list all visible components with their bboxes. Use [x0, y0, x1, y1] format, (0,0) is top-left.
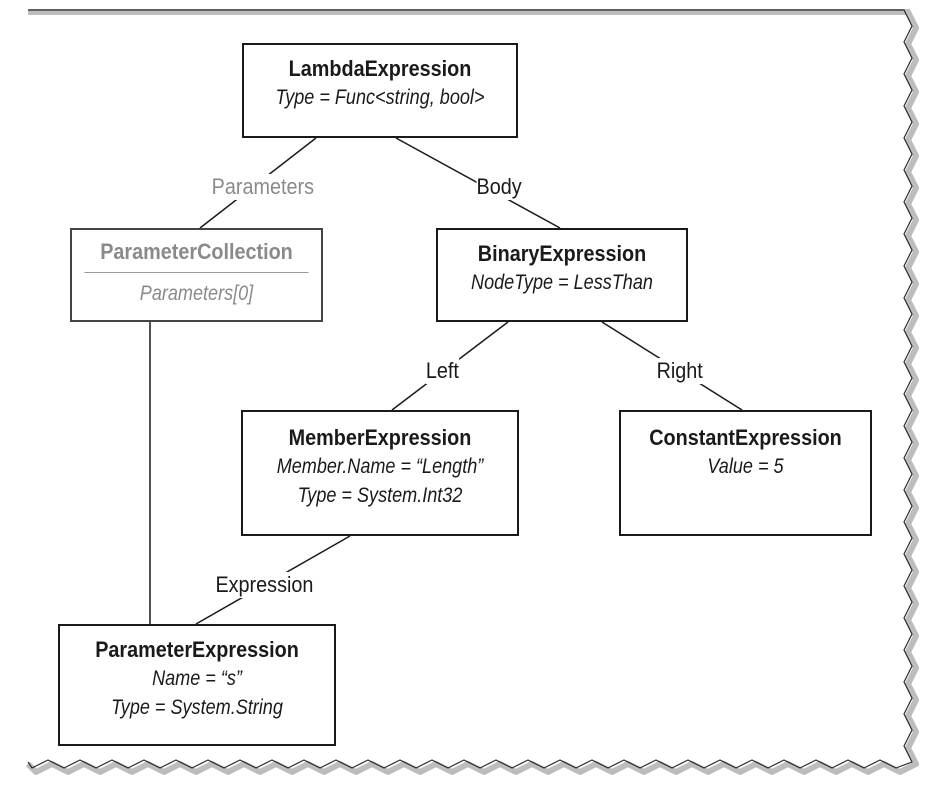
edge-label-expression: Expression [215, 572, 314, 598]
edge-label-left: Left [425, 358, 459, 384]
constant-expression-title: ConstantExpression [649, 425, 842, 450]
lambda-expression-node: LambdaExpression Type = Func<string, boo… [242, 43, 518, 138]
member-expression-node: MemberExpression Member.Name = “Length” … [241, 410, 519, 536]
frame-shadow [25, 9, 919, 775]
member-expression-name: Member.Name = “Length” [276, 455, 484, 478]
parameter-expression-name: Name = “s” [152, 667, 242, 690]
constant-expression-value: Value = 5 [707, 455, 784, 478]
frame-edge [27, 9, 913, 769]
edge-label-parameters: Parameters [211, 174, 315, 200]
parameter-expression-type: Type = System.String [111, 696, 283, 719]
parameter-collection-item: Parameters[0] [139, 282, 254, 305]
parameter-expression-title: ParameterExpression [95, 637, 299, 662]
binary-expression-node: BinaryExpression NodeType = LessThan [436, 228, 688, 322]
lambda-expression-title: LambdaExpression [288, 56, 472, 81]
member-expression-type: Type = System.Int32 [297, 484, 463, 507]
member-expression-title: MemberExpression [288, 425, 472, 450]
constant-expression-node: ConstantExpression Value = 5 [619, 410, 872, 536]
edge-label-body: Body [476, 174, 522, 200]
binary-expression-title: BinaryExpression [477, 241, 647, 266]
lambda-expression-type: Type = Func<string, bool> [275, 86, 485, 109]
edge-label-right: Right [656, 358, 703, 384]
parameter-expression-node: ParameterExpression Name = “s” Type = Sy… [58, 624, 336, 746]
binary-expression-nodetype: NodeType = LessThan [471, 271, 653, 294]
parameter-collection-node: ParameterCollection Parameters[0] [70, 228, 323, 322]
parameter-collection-title: ParameterCollection [84, 238, 309, 273]
